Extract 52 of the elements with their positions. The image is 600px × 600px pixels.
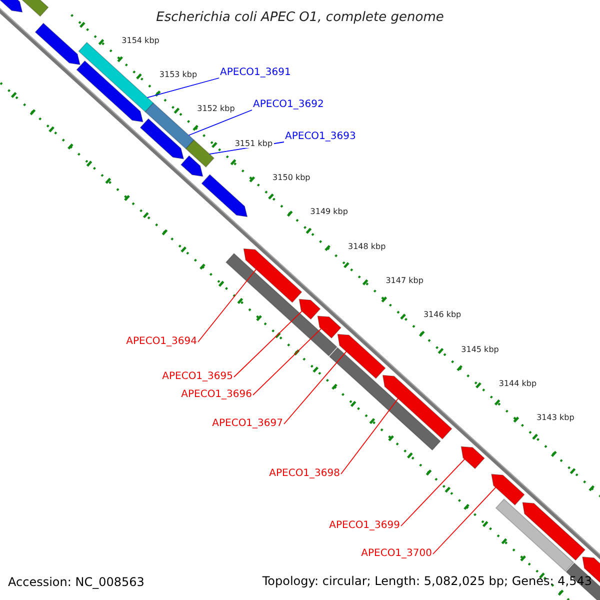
gene-segment [337,334,386,379]
gene-label: APECO1_3693 [285,132,356,142]
scale-tick-label: 3146 kbp [422,311,462,320]
feature-bar [328,347,441,451]
gene-label: APECO1_3700 [361,549,432,559]
gene-segment [317,316,342,339]
leader-line [198,268,256,342]
scale-tick-label: 3148 kbp [346,242,387,251]
gene-segment [76,60,144,122]
gene-label: APECO1_3691 [220,68,291,78]
gene-segment [382,374,452,440]
diagram-title: Escherichia coli APEC O1, complete genome [155,11,445,24]
gene-label: APECO1_3698 [269,469,340,479]
leader-line [432,487,496,554]
feature-bar [144,102,195,150]
scale-tick-label: 3154 kbp [120,36,160,45]
feature-bar [185,139,215,168]
leader-line [252,328,322,396]
scale-tick-label: 3150 kbp [272,174,312,182]
gene-label: APECO1_3694 [126,337,197,347]
leader-line [146,78,220,98]
gene-segment [180,155,204,177]
leader-line [340,398,398,474]
feature-bar [495,498,574,572]
scale-tick-label: 3147 kbp [384,277,424,286]
gene-segment [460,446,485,470]
gene-segment [491,474,525,506]
leader-line [400,458,466,526]
gene-label: APECO1_3692 [253,100,324,110]
scale-tick-label: 3144 kbp [498,380,538,388]
gene-segment [243,248,302,303]
gene-segment [201,174,248,218]
scale-tick-label: 3149 kbp [309,208,349,216]
gene-segment [140,118,184,160]
gene-label: APECO1_3696 [181,390,252,400]
leader-line [234,310,302,378]
scale-tick-label: 3145 kbp [460,346,500,354]
gene-label: APECO1_3699 [329,521,400,531]
feature-bar [225,252,338,356]
scale-tick-label: 3151 kbp [234,140,274,148]
gene-label: APECO1_3695 [162,372,233,382]
gene-label: APECO1_3697 [212,419,283,429]
leader-line [188,110,252,136]
gene-segment [0,0,23,13]
scale-tick-label: 3152 kbp [196,105,236,114]
leader-line [284,351,347,424]
scale-tick-label: 3153 kbp [158,71,198,80]
gene-segment [34,22,81,66]
accession-text: Accession: NC_008563 [8,576,144,588]
gene-segment [522,502,586,561]
gene-segment [298,298,321,320]
scale-tick-label: 3143 kbp [536,414,576,422]
